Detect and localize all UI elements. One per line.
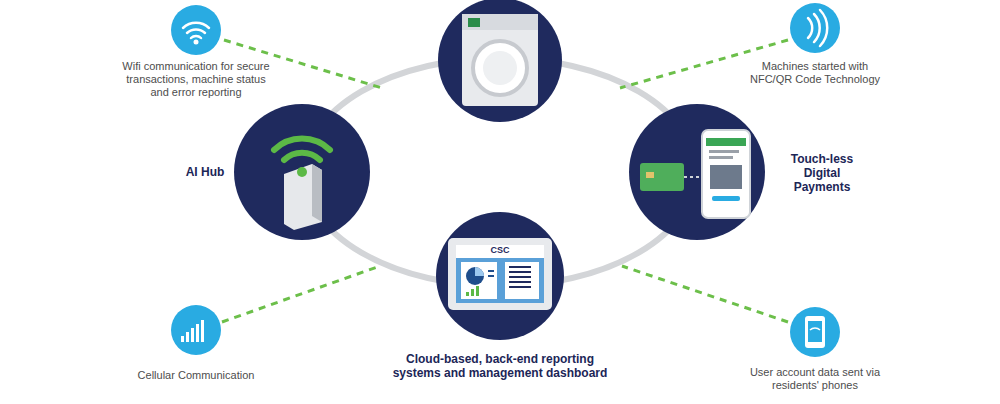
dashboard-heading: Cloud-based, back-end reporting systems … xyxy=(385,352,615,380)
dashboard-heading-text: Cloud-based, back-end reporting systems … xyxy=(385,352,615,380)
account-callout: User account data sent via residents' ph… xyxy=(740,366,890,392)
nfc-callout-text: Machines started with NFC/QR Code Techno… xyxy=(745,60,885,86)
lte-icon xyxy=(181,320,204,342)
cellular-callout-text: Cellular Communication xyxy=(136,369,256,382)
nfc-callout: Machines started with NFC/QR Code Techno… xyxy=(745,60,885,86)
cellular-callout: Cellular Communication xyxy=(136,369,256,382)
payments-heading: Touch-less Digital Payments xyxy=(782,152,862,194)
hub-heading: AI Hub xyxy=(165,165,245,179)
account-callout-text: User account data sent via residents' ph… xyxy=(740,366,890,392)
nfc-icon xyxy=(808,10,827,46)
washer xyxy=(462,14,538,106)
wifi-callout-text: Wifi communication for secure transactio… xyxy=(121,60,271,99)
hub-heading-text: AI Hub xyxy=(165,165,245,179)
icon-circles xyxy=(171,3,840,357)
payments-heading-text: Touch-less Digital Payments xyxy=(782,152,862,194)
brand-label: CSC xyxy=(490,245,509,256)
ai-hub xyxy=(274,139,330,230)
payment-phone xyxy=(640,130,750,218)
main-circles xyxy=(234,0,765,340)
tablet xyxy=(448,238,552,310)
phone-icon xyxy=(805,316,825,348)
dashed-leaders xyxy=(222,40,788,322)
wifi-callout: Wifi communication for secure transactio… xyxy=(121,60,271,99)
wifi-icon xyxy=(183,23,209,38)
